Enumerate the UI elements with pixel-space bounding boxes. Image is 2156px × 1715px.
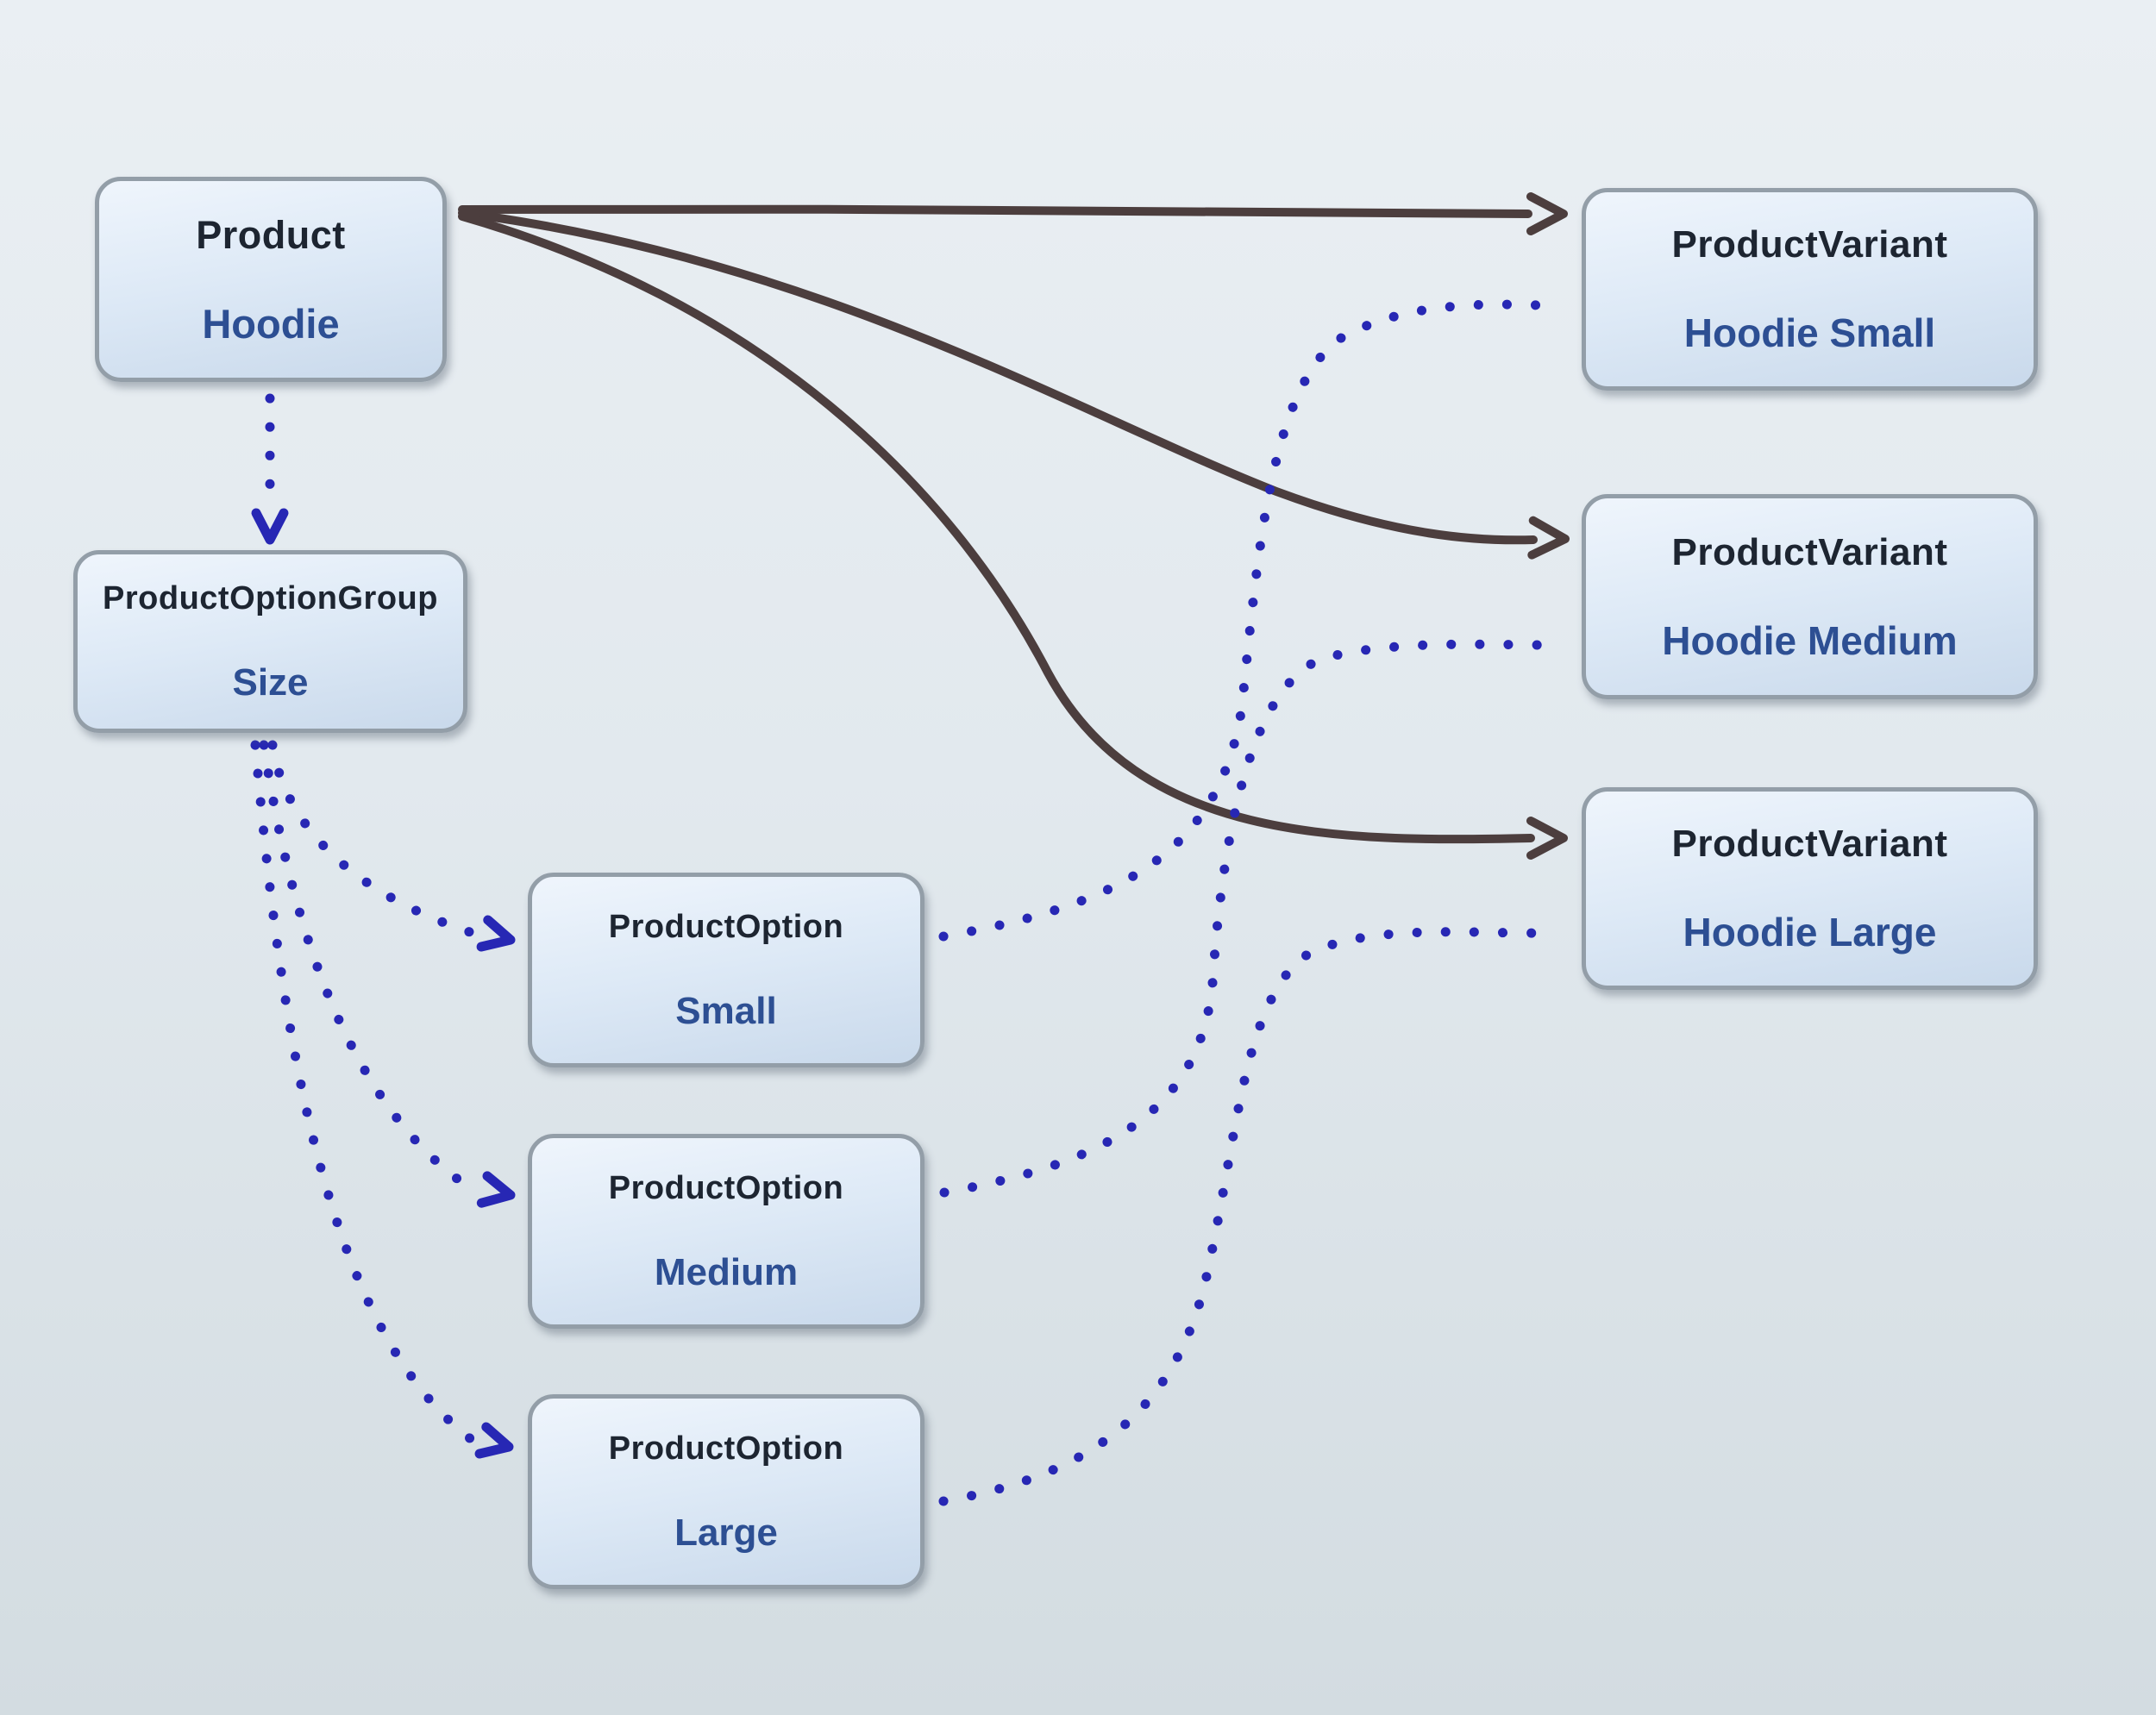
arrowhead-variant-large bbox=[1526, 817, 1568, 860]
node-variant-small-value: Hoodie Small bbox=[1683, 310, 1936, 355]
edge-option-medium-to-variant-medium bbox=[939, 639, 1562, 1198]
edge-optiongroup-to-option-medium bbox=[259, 740, 479, 1196]
edge-optiongroup-to-option-large bbox=[250, 740, 479, 1447]
node-variant-small-type: ProductVariant bbox=[1671, 223, 1948, 266]
node-option-large-value: Large bbox=[674, 1511, 778, 1554]
node-option-medium-type: ProductOption bbox=[608, 1169, 844, 1206]
node-product: Product Hoodie bbox=[95, 177, 447, 382]
node-option-small-type: ProductOption bbox=[608, 908, 844, 945]
arrowhead-optiongroup bbox=[251, 508, 289, 545]
edge-option-large-to-variant-large bbox=[938, 927, 1553, 1506]
node-option-large: ProductOption Large bbox=[528, 1394, 924, 1589]
node-option-group-value: Size bbox=[232, 660, 309, 704]
node-variant-medium: ProductVariant Hoodie Medium bbox=[1582, 494, 2038, 699]
edge-option-small-to-variant-small bbox=[938, 299, 1563, 942]
node-option-small-value: Small bbox=[675, 989, 777, 1032]
node-option-medium: ProductOption Medium bbox=[528, 1134, 924, 1329]
node-option-small: ProductOption Small bbox=[528, 873, 924, 1067]
arrowhead-variant-medium bbox=[1527, 516, 1570, 560]
node-option-large-type: ProductOption bbox=[608, 1430, 844, 1467]
node-variant-medium-value: Hoodie Medium bbox=[1662, 617, 1958, 663]
node-variant-small: ProductVariant Hoodie Small bbox=[1582, 188, 2038, 391]
edge-product-to-variant-large bbox=[458, 212, 1535, 844]
edge-product-to-variant-small bbox=[458, 204, 1532, 218]
node-variant-large-type: ProductVariant bbox=[1671, 823, 1948, 865]
node-product-type: Product bbox=[196, 212, 346, 257]
arrowhead-option-medium bbox=[476, 1171, 516, 1208]
edge-product-to-variant-medium bbox=[458, 209, 1538, 545]
arrowhead-option-large bbox=[474, 1422, 514, 1459]
node-option-medium-value: Medium bbox=[654, 1250, 799, 1293]
node-variant-large-value: Hoodie Large bbox=[1683, 910, 1937, 955]
node-variant-medium-type: ProductVariant bbox=[1671, 530, 1948, 573]
arrowhead-variant-small bbox=[1526, 192, 1568, 235]
edge-optiongroup-to-option-small bbox=[267, 740, 478, 938]
node-option-group: ProductOptionGroup Size bbox=[73, 550, 467, 733]
node-variant-large: ProductVariant Hoodie Large bbox=[1582, 787, 2038, 990]
arrowhead-option-small bbox=[476, 915, 516, 952]
node-product-value: Hoodie bbox=[202, 300, 340, 347]
node-option-group-type: ProductOptionGroup bbox=[103, 579, 438, 617]
